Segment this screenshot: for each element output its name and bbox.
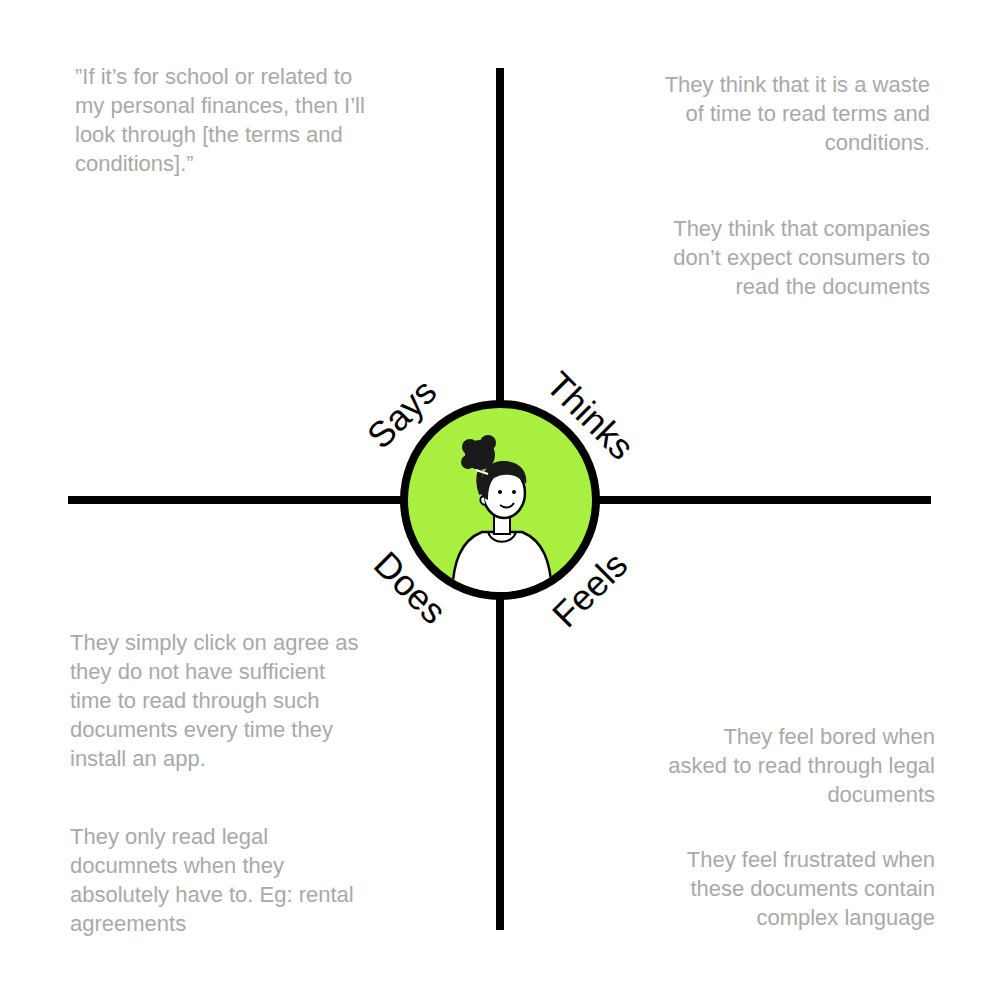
thinks-note: They think that it is a waste of time to… <box>650 70 930 157</box>
persona-figure <box>452 435 552 600</box>
does-note: They only read legal documnets when they… <box>70 822 370 938</box>
feels-note: They feel frustrated when these document… <box>645 845 935 932</box>
does-note: They simply click on agree as they do no… <box>70 628 370 773</box>
quote-text: ”If it’s for school or related to my per… <box>75 62 365 178</box>
thinks-note: They think that companies don’t expect c… <box>650 214 930 301</box>
feels-note: They feel bored when asked to read throu… <box>665 722 935 809</box>
